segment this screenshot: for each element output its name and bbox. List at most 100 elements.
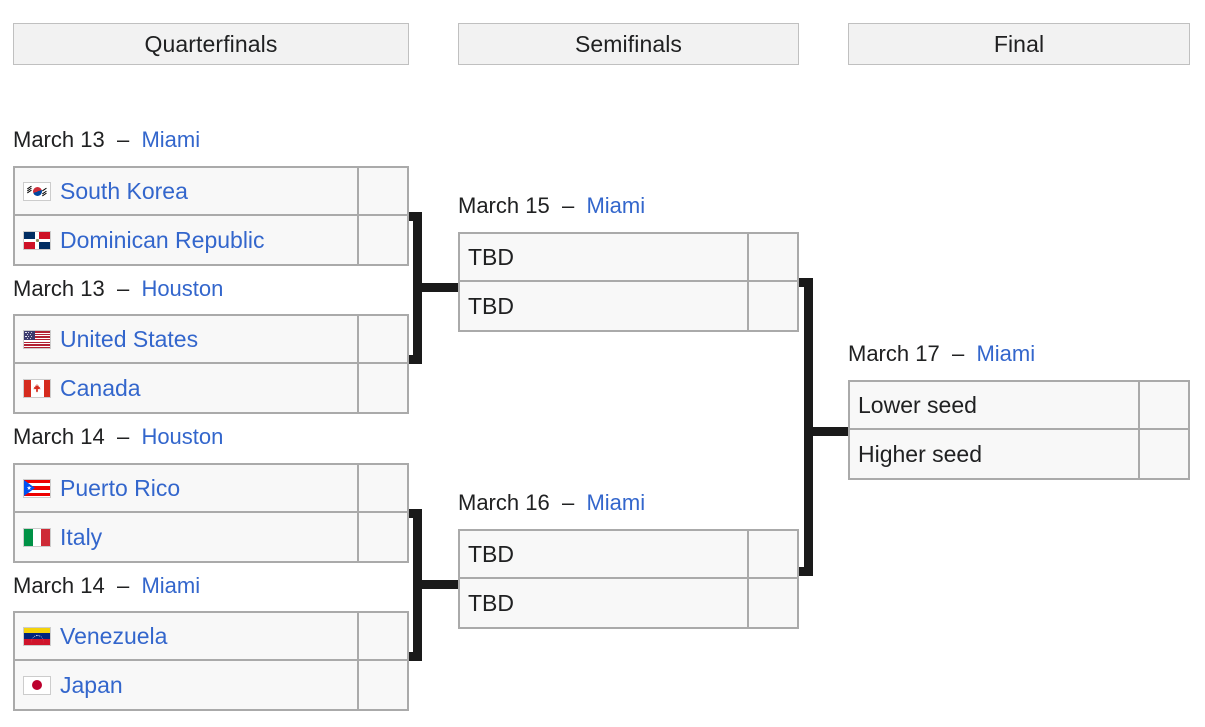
team-name-link[interactable]: Japan [60, 671, 123, 698]
team-cell: Japan [15, 661, 359, 709]
team-name-link[interactable]: Italy [60, 523, 103, 550]
caption-separator: – [110, 127, 136, 152]
match-date: March 13 [13, 127, 105, 152]
japan-flag-icon [23, 675, 51, 695]
table-row: TBD [458, 282, 799, 332]
match-table-qf3: Puerto Rico Italy [13, 463, 409, 563]
caption-separator: – [945, 341, 971, 366]
match-caption-final: March 17 – Miami [848, 343, 1035, 365]
round-header-label: Semifinals [574, 30, 683, 57]
match-date: March 15 [458, 193, 550, 218]
table-row: Lower seed [848, 380, 1190, 430]
table-row: TBD [458, 529, 799, 579]
score-cell [359, 216, 407, 264]
round-header-quarterfinals: Quarterfinals [13, 23, 409, 65]
round-header-label: Quarterfinals [144, 30, 278, 57]
table-row: TBD [458, 232, 799, 282]
south-korea-flag-icon [23, 181, 51, 201]
match-caption-sf1: March 15 – Miami [458, 195, 645, 217]
canada-flag-icon [23, 378, 51, 398]
match-venue-link[interactable]: Miami [141, 573, 201, 598]
puerto-rico-flag-icon [23, 478, 51, 498]
table-row: South Korea [13, 166, 409, 216]
team-cell: Venezuela [15, 613, 359, 659]
match-venue-link[interactable]: Houston [141, 276, 224, 301]
score-cell [749, 282, 797, 330]
team-name-placeholder: TBD [468, 243, 514, 270]
caption-separator: – [555, 193, 581, 218]
table-row: Canada [13, 364, 409, 414]
score-cell [359, 316, 407, 362]
table-row: Japan [13, 661, 409, 711]
dominican-republic-flag-icon [23, 230, 51, 250]
team-cell: TBD [460, 234, 749, 280]
match-date: March 13 [13, 276, 105, 301]
score-cell [359, 513, 407, 561]
connector-to-final [804, 427, 848, 436]
team-cell: Puerto Rico [15, 465, 359, 511]
italy-flag-icon [23, 527, 51, 547]
team-name-link[interactable]: Canada [60, 374, 141, 401]
round-header-final: Final [848, 23, 1190, 65]
match-caption-qf1: March 13 – Miami [13, 129, 200, 151]
team-name-link[interactable]: Dominican Republic [60, 226, 265, 253]
team-name-placeholder: TBD [468, 540, 514, 567]
team-cell: TBD [460, 579, 749, 627]
score-cell [359, 168, 407, 214]
table-row: Dominican Republic [13, 216, 409, 266]
match-date: March 16 [458, 490, 550, 515]
team-cell: Dominican Republic [15, 216, 359, 264]
table-row: TBD [458, 579, 799, 629]
caption-separator: – [110, 424, 136, 449]
team-cell: Higher seed [850, 430, 1140, 478]
match-venue-link[interactable]: Miami [586, 193, 646, 218]
match-table-sf1: TBD TBD [458, 232, 799, 332]
match-date: March 14 [13, 573, 105, 598]
connector-sf2-stub [799, 567, 813, 576]
match-caption-qf2: March 13 – Houston [13, 278, 223, 300]
team-name-placeholder: Lower seed [858, 391, 977, 418]
connector-qf4-stub [409, 652, 422, 661]
match-caption-qf3: March 14 – Houston [13, 426, 223, 448]
connector-qf2-stub [409, 355, 422, 364]
round-header-label: Final [993, 30, 1045, 57]
team-name-link[interactable]: Venezuela [60, 622, 168, 649]
score-cell [359, 465, 407, 511]
match-venue-link[interactable]: Miami [976, 341, 1036, 366]
team-cell: Italy [15, 513, 359, 561]
match-table-qf2: United States Canada [13, 314, 409, 414]
match-caption-sf2: March 16 – Miami [458, 492, 645, 514]
team-name-placeholder: TBD [468, 589, 514, 616]
caption-separator: – [555, 490, 581, 515]
table-row: Puerto Rico [13, 463, 409, 513]
match-table-qf1: South Korea Dominican Republic [13, 166, 409, 266]
match-caption-qf4: March 14 – Miami [13, 575, 200, 597]
match-date: March 17 [848, 341, 940, 366]
venezuela-flag-icon [23, 626, 51, 646]
team-cell: Lower seed [850, 382, 1140, 428]
match-venue-link[interactable]: Miami [586, 490, 646, 515]
united-states-flag-icon [23, 329, 51, 349]
score-cell [359, 364, 407, 412]
match-venue-link[interactable]: Miami [141, 127, 201, 152]
team-cell: Canada [15, 364, 359, 412]
table-row: Higher seed [848, 430, 1190, 480]
team-name-link[interactable]: United States [60, 325, 199, 352]
match-table-final: Lower seed Higher seed [848, 380, 1190, 480]
caption-separator: – [110, 573, 136, 598]
table-row: United States [13, 314, 409, 364]
match-venue-link[interactable]: Houston [141, 424, 224, 449]
team-name-link[interactable]: South Korea [60, 177, 188, 204]
team-cell: TBD [460, 282, 749, 330]
match-date: March 14 [13, 424, 105, 449]
score-cell [749, 234, 797, 280]
score-cell [749, 531, 797, 577]
score-cell [1140, 430, 1188, 478]
team-cell: TBD [460, 531, 749, 577]
team-name-placeholder: TBD [468, 292, 514, 319]
score-cell [1140, 382, 1188, 428]
team-name-link[interactable]: Puerto Rico [60, 474, 181, 501]
connector-to-sf2 [413, 580, 458, 589]
table-row: Italy [13, 513, 409, 563]
